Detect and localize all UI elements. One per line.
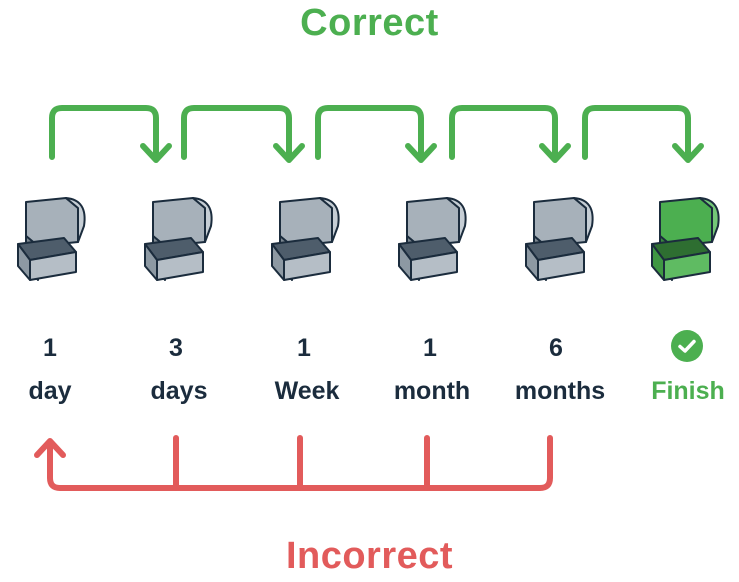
treasure-chest-finish-icon	[651, 197, 720, 281]
correct-arrow-5-head	[672, 143, 704, 163]
correct-arrow-5	[582, 105, 691, 161]
incorrect-title: Incorrect	[285, 535, 454, 577]
correct-arrow-3-head	[405, 143, 437, 163]
treasure-chest-icon	[398, 197, 467, 281]
correct-arrow-1-head	[140, 143, 172, 163]
step-number: 1	[43, 334, 57, 362]
step-label: day	[28, 377, 72, 405]
treasure-chest-icon	[525, 197, 594, 281]
correct-arrow-2	[181, 105, 292, 161]
step-number: 6	[549, 334, 563, 362]
step-number: 1	[297, 334, 311, 362]
treasure-chest-icon	[17, 197, 86, 281]
treasure-chest-icon	[271, 197, 340, 281]
incorrect-arrow-head	[34, 438, 66, 458]
step-number: 1	[423, 334, 437, 362]
correct-arrow-1	[49, 105, 159, 161]
check-circle-icon	[671, 330, 703, 362]
treasure-chest-icon	[144, 197, 213, 281]
step-number: 3	[169, 334, 183, 362]
correct-arrows	[49, 105, 704, 163]
step-label: months	[514, 377, 606, 405]
step-label: Week	[274, 377, 340, 405]
correct-arrow-4	[449, 105, 558, 161]
correct-arrow-4-head	[539, 143, 571, 163]
step-label: days	[150, 377, 208, 405]
correct-arrow-2-head	[273, 143, 305, 163]
correct-title: Correct	[300, 2, 439, 44]
finish-label: Finish	[651, 377, 725, 405]
incorrect-arrows	[34, 435, 553, 491]
correct-arrow-3	[315, 105, 424, 161]
step-label: month	[393, 377, 471, 405]
